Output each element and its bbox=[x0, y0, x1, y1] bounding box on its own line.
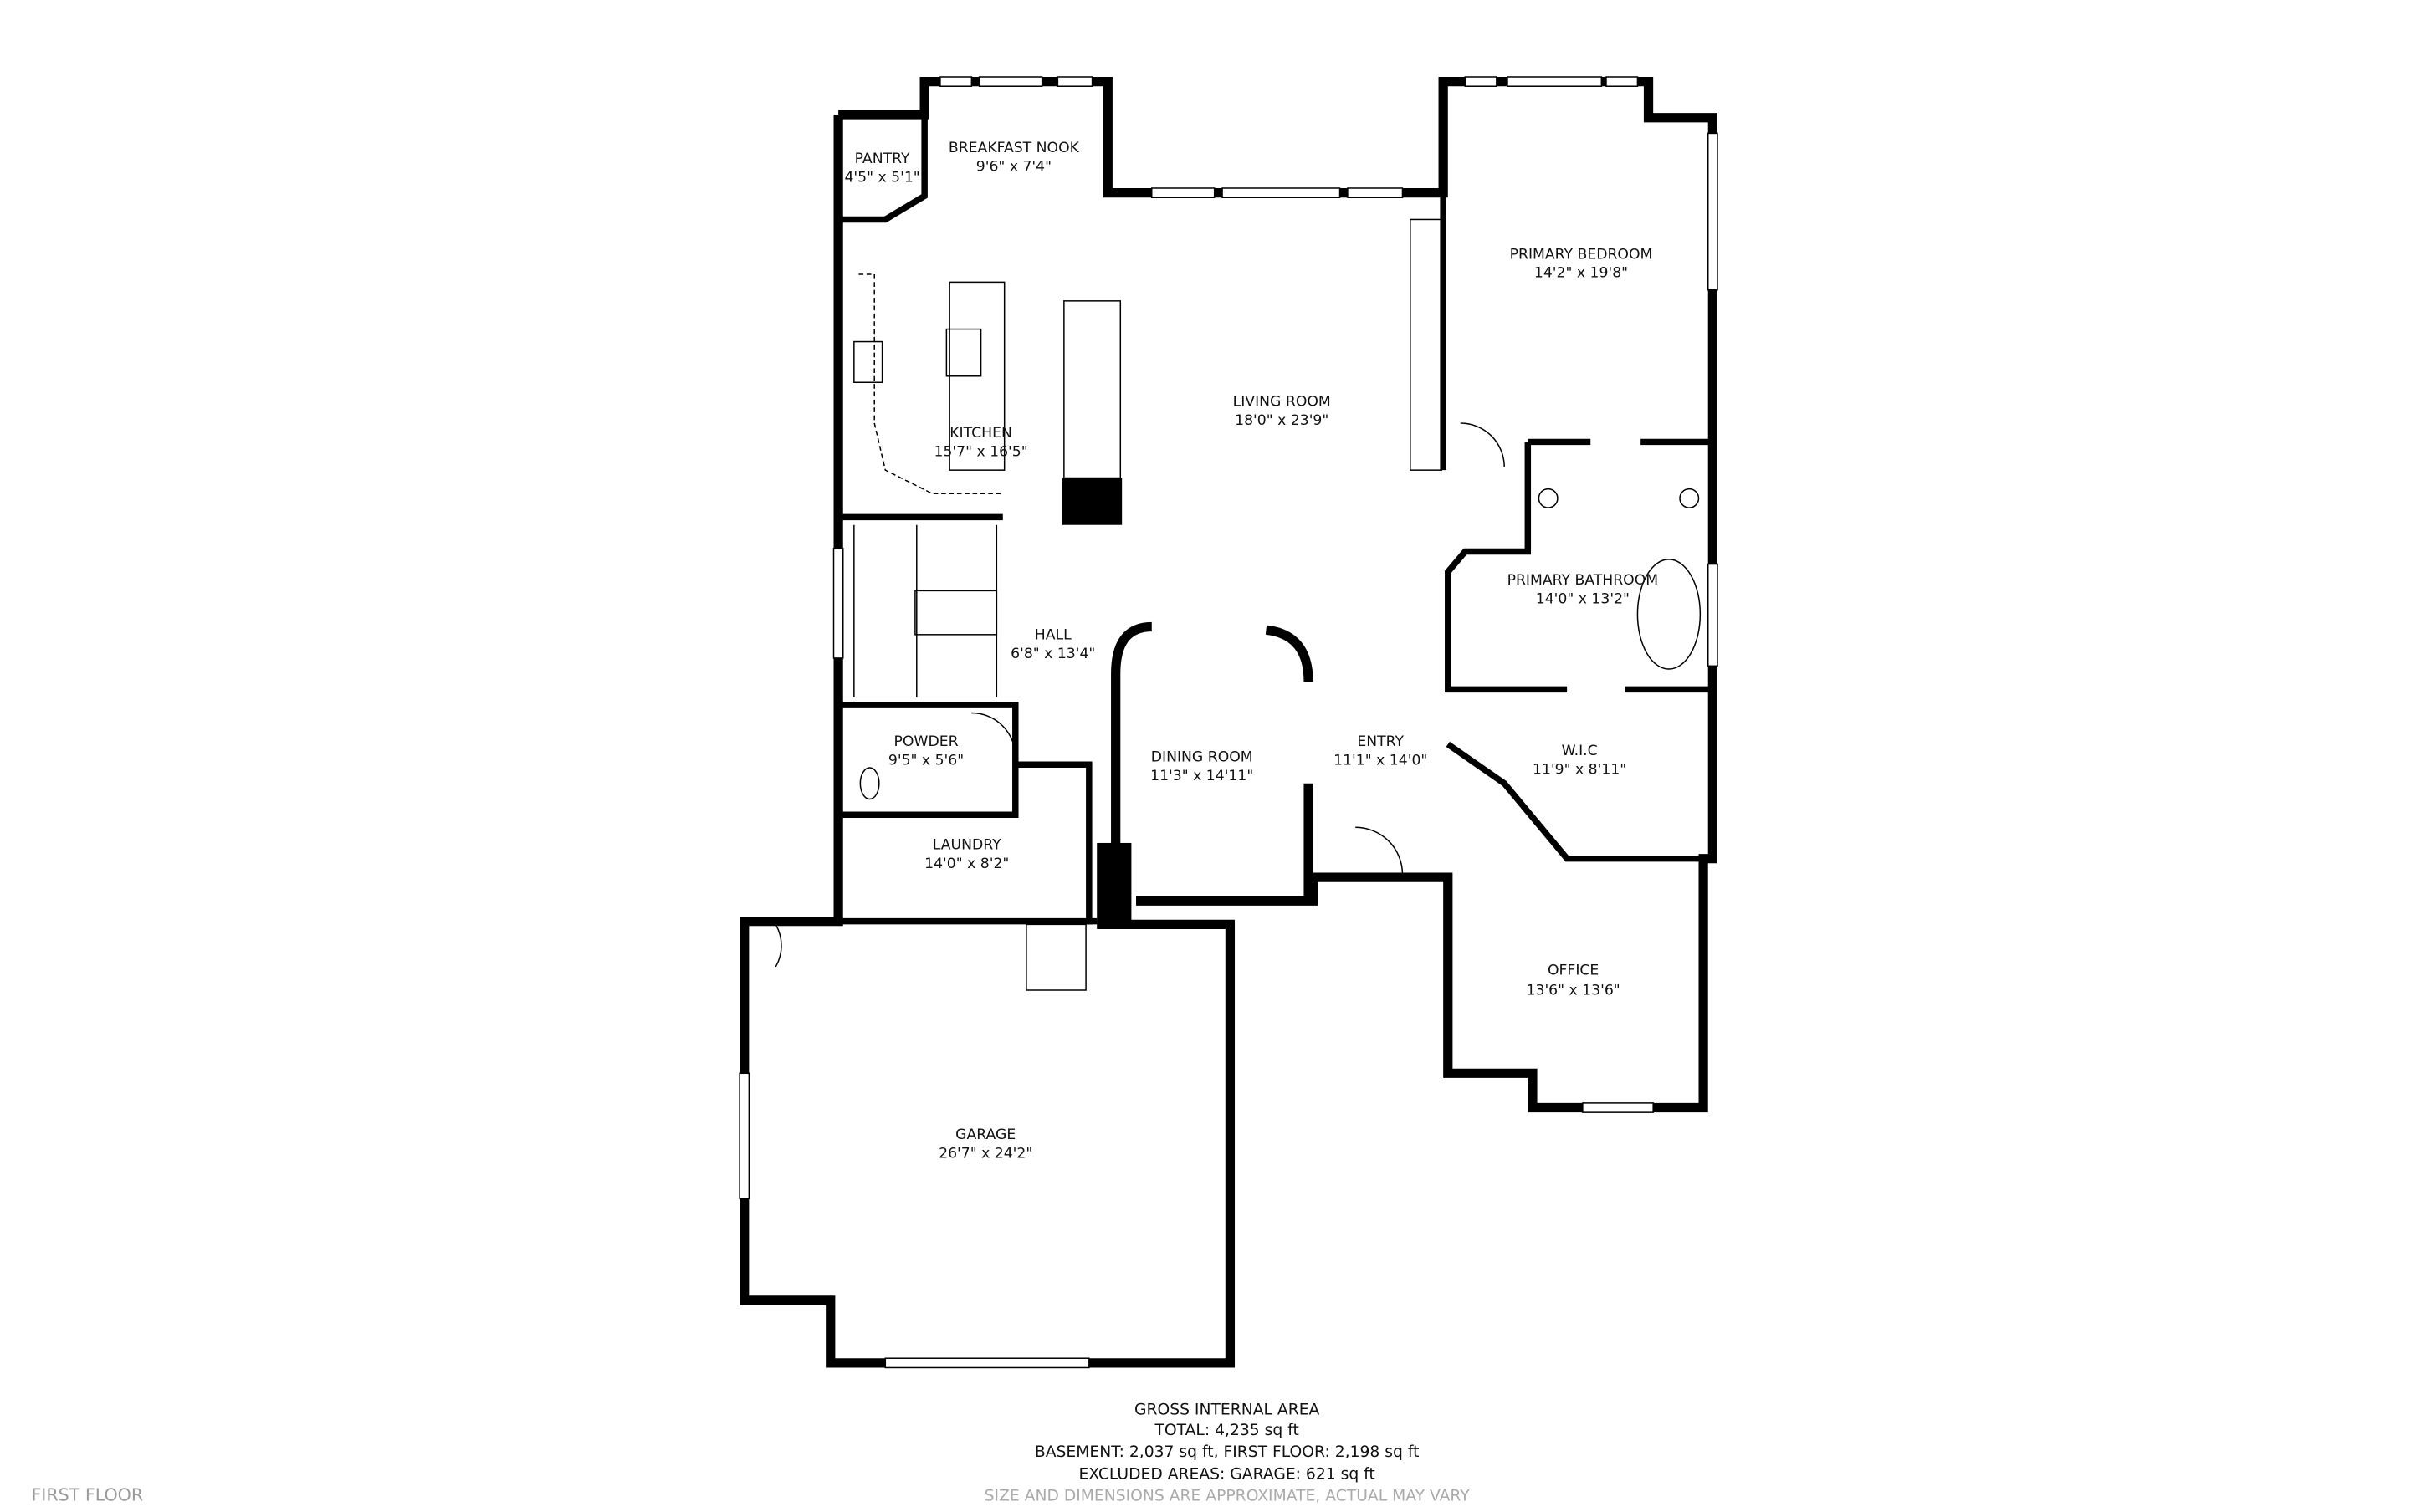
svg-text:9'6" x 7'4": 9'6" x 7'4" bbox=[976, 158, 1052, 175]
svg-text:KITCHEN: KITCHEN bbox=[949, 425, 1012, 442]
svg-text:18'0" x 23'9": 18'0" x 23'9" bbox=[1235, 412, 1328, 429]
garage-wall bbox=[740, 114, 1236, 1368]
svg-text:OFFICE: OFFICE bbox=[1548, 962, 1599, 978]
svg-text:26'7" x 24'2": 26'7" x 24'2" bbox=[939, 1145, 1032, 1162]
svg-text:GARAGE: GARAGE bbox=[955, 1126, 1016, 1143]
svg-text:15'7" x 16'5": 15'7" x 16'5" bbox=[934, 443, 1027, 460]
area-excluded: EXCLUDED AREAS: GARAGE: 621 sq ft bbox=[1079, 1465, 1375, 1483]
svg-text:4'5" x 5'1": 4'5" x 5'1" bbox=[844, 169, 919, 186]
room-label-pantry: PANTRY 4'5" x 5'1" bbox=[844, 151, 919, 186]
svg-text:LIVING ROOM: LIVING ROOM bbox=[1233, 393, 1331, 410]
room-label-powder: POWDER 9'5" x 5'6" bbox=[888, 733, 964, 769]
floor-label: FIRST FLOOR bbox=[31, 1485, 143, 1505]
windows bbox=[739, 76, 1718, 1369]
room-label-garage: GARAGE 26'7" x 24'2" bbox=[939, 1126, 1032, 1162]
disclaimer: SIZE AND DIMENSIONS ARE APPROXIMATE, ACT… bbox=[985, 1488, 1471, 1505]
svg-text:13'6" x 13'6": 13'6" x 13'6" bbox=[1527, 983, 1620, 999]
room-label-living-room: LIVING ROOM 18'0" x 23'9" bbox=[1233, 393, 1331, 428]
stair-landing bbox=[914, 590, 998, 636]
area-title: GROSS INTERNAL AREA bbox=[1134, 1402, 1320, 1419]
area-total: TOTAL: 4,235 sq ft bbox=[1154, 1422, 1298, 1439]
svg-text:11'1" x 14'0": 11'1" x 14'0" bbox=[1333, 752, 1427, 769]
fixtures bbox=[775, 218, 1702, 991]
svg-text:DINING ROOM: DINING ROOM bbox=[1151, 749, 1253, 766]
fireplace bbox=[1410, 218, 1443, 471]
counter bbox=[1063, 300, 1122, 479]
room-label-wic: W.I.C 11'9" x 8'11" bbox=[1533, 743, 1626, 778]
svg-text:14'0" x 13'2": 14'0" x 13'2" bbox=[1536, 590, 1630, 607]
svg-text:6'8" x 13'4": 6'8" x 13'4" bbox=[1011, 646, 1095, 662]
garage-steps bbox=[1026, 923, 1087, 991]
svg-text:POWDER: POWDER bbox=[893, 733, 958, 750]
sink-icon bbox=[853, 340, 883, 384]
svg-text:11'3" x 14'11": 11'3" x 14'11" bbox=[1150, 768, 1253, 784]
svg-text:11'9" x 8'11": 11'9" x 8'11" bbox=[1533, 762, 1626, 779]
area-breakdown: BASEMENT: 2,037 sq ft, FIRST FLOOR: 2,19… bbox=[1035, 1443, 1420, 1461]
svg-text:W.I.C: W.I.C bbox=[1562, 743, 1598, 759]
room-label-entry: ENTRY 11'1" x 14'0" bbox=[1333, 733, 1427, 769]
room-label-dining-room: DINING ROOM 11'3" x 14'11" bbox=[1150, 749, 1253, 784]
interior-walls bbox=[838, 114, 1713, 925]
svg-text:PRIMARY BEDROOM: PRIMARY BEDROOM bbox=[1510, 246, 1653, 263]
svg-text:9'5" x 5'6": 9'5" x 5'6" bbox=[888, 752, 964, 769]
cooktop-icon bbox=[945, 328, 982, 377]
room-label-hall: HALL 6'8" x 13'4" bbox=[1011, 626, 1095, 662]
bathtub-icon bbox=[1636, 559, 1702, 670]
svg-text:PRIMARY BATHROOM: PRIMARY BATHROOM bbox=[1507, 572, 1659, 589]
area-summary: GROSS INTERNAL AREA TOTAL: 4,235 sq ft B… bbox=[985, 1402, 1471, 1505]
stairs bbox=[853, 524, 998, 697]
toilet-icon bbox=[859, 767, 880, 800]
sink-icon bbox=[1679, 488, 1700, 508]
svg-text:14'0" x 8'2": 14'0" x 8'2" bbox=[924, 856, 1009, 872]
sink-icon bbox=[1538, 488, 1559, 508]
room-label-laundry: LAUNDRY 14'0" x 8'2" bbox=[924, 836, 1009, 871]
exterior-wall bbox=[838, 76, 1717, 1113]
room-label-breakfast-nook: BREAKFAST NOOK 9'6" x 7'4" bbox=[949, 140, 1080, 175]
room-label-office: OFFICE 13'6" x 13'6" bbox=[1527, 962, 1620, 999]
svg-text:ENTRY: ENTRY bbox=[1357, 733, 1404, 750]
room-label-primary-bedroom: PRIMARY BEDROOM 14'2" x 19'8" bbox=[1510, 246, 1653, 281]
svg-text:LAUNDRY: LAUNDRY bbox=[933, 836, 1001, 853]
svg-text:HALL: HALL bbox=[1035, 626, 1072, 643]
svg-text:14'2" x 19'8": 14'2" x 19'8" bbox=[1534, 265, 1628, 282]
svg-text:PANTRY: PANTRY bbox=[855, 151, 910, 167]
svg-text:BREAKFAST NOOK: BREAKFAST NOOK bbox=[949, 140, 1080, 156]
